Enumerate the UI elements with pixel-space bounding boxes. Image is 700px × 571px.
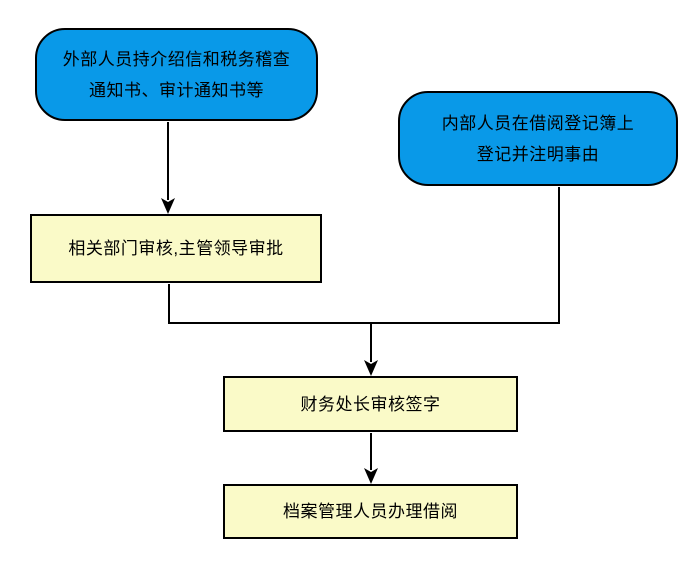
node-label-line: 外部人员持介绍信和税务稽查 [62, 49, 291, 69]
arrowhead-junction-to-sign [364, 360, 378, 376]
flow-node-external-personnel: 外部人员持介绍信和税务稽查 通知书、审计通知书等 [35, 28, 318, 121]
node-label-line: 档案管理人员办理借阅 [283, 502, 458, 521]
flow-node-department-review: 相关部门审核,主管领导审批 [30, 214, 322, 283]
node-label-line: 通知书、审计通知书等 [89, 80, 264, 100]
flow-node-archive-manager-lend: 档案管理人员办理借阅 [223, 484, 518, 539]
arrowhead-sign-to-archive [364, 468, 378, 484]
node-label-line: 内部人员在借阅登记簿上 [441, 113, 635, 133]
arrowhead-external-to-review [161, 198, 175, 214]
flow-node-finance-director-sign: 财务处长审核签字 [223, 376, 518, 432]
node-label-line: 登记并注明事由 [476, 144, 600, 164]
node-label-line: 财务处长审核签字 [300, 394, 441, 414]
node-label-line: 相关部门审核,主管领导审批 [68, 239, 284, 258]
flow-node-internal-personnel: 内部人员在借阅登记簿上 登记并注明事由 [398, 91, 678, 186]
